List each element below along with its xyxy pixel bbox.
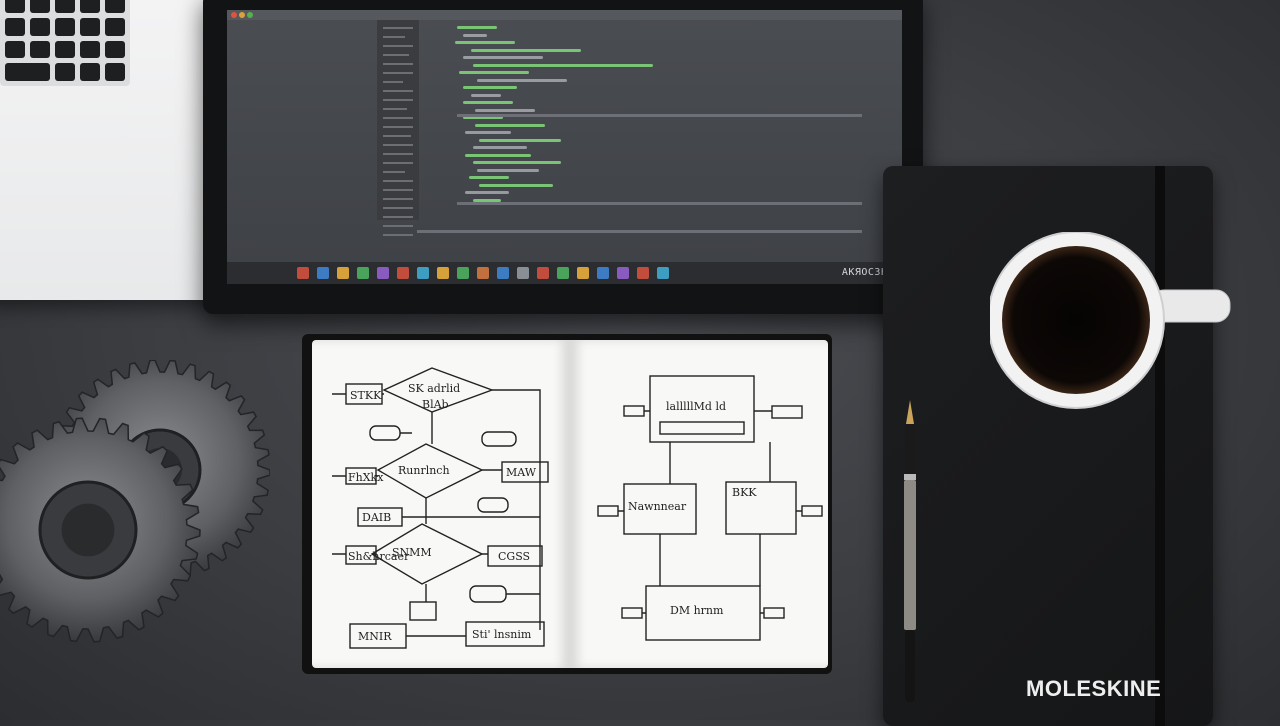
code-line	[465, 131, 511, 134]
code-line	[455, 41, 515, 44]
code-line	[473, 63, 653, 67]
sketch-label: MAW	[506, 466, 537, 479]
code-line	[469, 176, 509, 179]
code-line	[463, 86, 517, 89]
code-line	[473, 161, 561, 164]
sketch-label: Nawnnear	[628, 500, 687, 513]
file-tree-sidebar	[377, 20, 419, 236]
code-line	[463, 56, 543, 59]
code-line	[473, 146, 527, 149]
code-line	[463, 33, 487, 37]
code-line	[465, 191, 509, 194]
sketch-page-right: lalllllMd ld Nawnnear BKK DM hrnm	[570, 340, 828, 668]
block-diagram-sketch	[597, 375, 823, 641]
sketch-label: DAIB	[362, 511, 392, 524]
code-editor-screen: АКЯОСЗНЯ	[227, 10, 902, 284]
notebook-brand-label: MOLESKINE	[1026, 676, 1162, 701]
sketch-label: CGSS	[498, 550, 531, 563]
sketch-label: MNIR	[358, 630, 392, 643]
code-line	[479, 138, 561, 142]
editor-divider	[457, 202, 862, 205]
gear-icon	[0, 360, 270, 643]
notebook-elastic-band	[1155, 166, 1165, 726]
coffee-cup-icon	[990, 232, 1231, 409]
taskbar: АКЯОСЗНЯ	[227, 262, 902, 284]
editor-divider	[417, 230, 862, 233]
code-line	[463, 116, 503, 119]
taskbar-clock: АКЯОСЗНЯ	[841, 267, 894, 278]
code-line	[477, 168, 539, 172]
sketch-label: Runrlnch	[398, 464, 450, 477]
code-line	[459, 71, 529, 74]
code-line	[475, 123, 545, 127]
sketch-label: FhXkx	[348, 471, 384, 484]
code-line	[457, 26, 497, 29]
sketch-label: DM hrnm	[670, 604, 724, 617]
code-line	[471, 48, 581, 52]
sketch-label: SNMM	[392, 546, 432, 559]
sketch-label: STKK	[350, 389, 382, 402]
sketch-page-left: STKK SK adrlid BlAb FhXkx Runrlnch MAW D…	[312, 340, 570, 668]
code-line	[463, 101, 513, 104]
laptop	[0, 0, 222, 300]
fountain-pen-icon	[904, 400, 916, 702]
flowchart-sketch	[332, 367, 549, 649]
sketch-label: lalllllMd ld	[666, 400, 727, 413]
keyboard-icon	[0, 0, 130, 86]
code-line	[473, 198, 501, 202]
sketch-label: Sti' lnsnim	[472, 628, 532, 641]
sketch-label: BlAb	[422, 398, 449, 411]
code-line	[477, 78, 567, 82]
sketch-label: BKK	[732, 486, 757, 499]
window-titlebar	[227, 10, 902, 20]
monitor: АКЯОСЗНЯ	[203, 0, 923, 314]
editor-divider	[457, 114, 862, 117]
code-line	[479, 183, 553, 187]
code-line	[475, 108, 535, 112]
sketch-label: SK adrlid	[408, 382, 461, 395]
code-line	[465, 153, 531, 157]
sketchbook: STKK SK adrlid BlAb FhXkx Runrlnch MAW D…	[302, 334, 832, 674]
code-line	[471, 93, 501, 97]
sketch-label: Sh&hrcaer	[348, 550, 410, 563]
